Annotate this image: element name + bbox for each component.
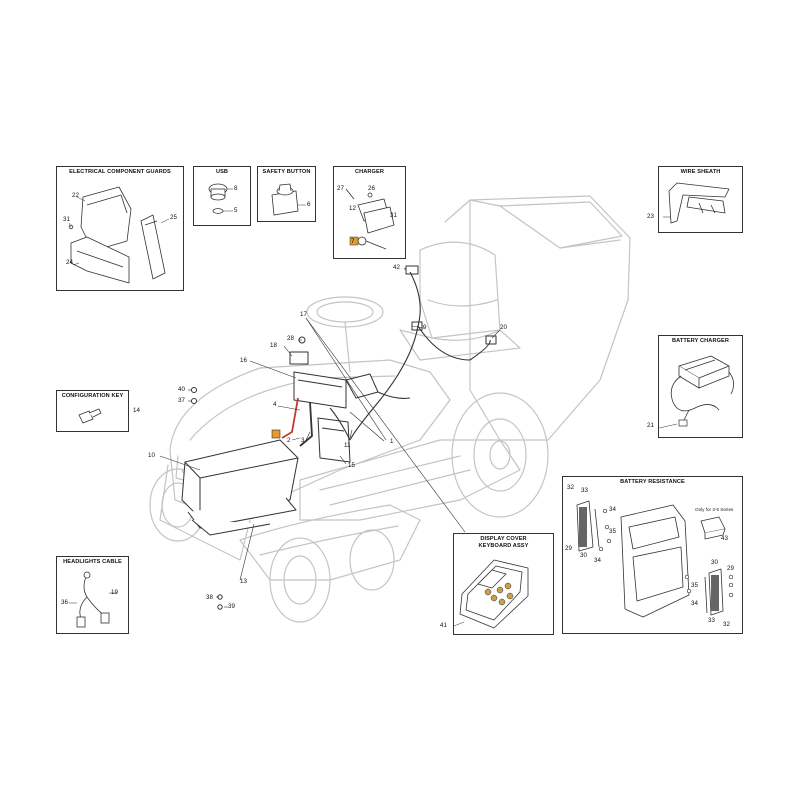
panel-electrical-component-guards: ELECTRICAL COMPONENT GUARDS 22 31 24 25: [56, 166, 184, 291]
ref-10: 10: [148, 452, 155, 459]
ref-43: 43: [721, 535, 728, 542]
ref-4: 4: [273, 401, 277, 408]
panel-title: BATTERY RESISTANCE: [620, 479, 685, 485]
ref-20: 20: [500, 324, 507, 331]
series-note: Only for 3-5 Series: [695, 507, 734, 512]
panel-battery-resistance: BATTERY RESISTANCE Only for 3-5 Series: [562, 476, 743, 634]
ref-35: 35: [609, 528, 616, 535]
ref-30: 30: [711, 559, 718, 566]
usb-socket-drawing: [208, 183, 233, 214]
display-keyboard-drawing: [454, 559, 529, 629]
panel-safety-button: SAFETY BUTTON 6: [257, 166, 316, 222]
ref-8: 8: [234, 185, 238, 192]
battery-charger-drawing: [659, 355, 734, 429]
ref-22: 22: [72, 192, 79, 199]
ref-36: 36: [61, 599, 68, 606]
ref-28: 28: [287, 335, 294, 342]
panel-title: HEADLIGHTS CABLE: [63, 559, 122, 565]
ref-29: 29: [565, 545, 572, 552]
ref-31: 31: [63, 216, 70, 223]
ref-31: 31: [390, 212, 397, 219]
guards-drawing: [68, 186, 170, 284]
panel-usb: USB 8 5: [193, 166, 251, 226]
ref-34: 34: [609, 506, 616, 513]
ref-18: 18: [270, 342, 277, 349]
ref-3: 3: [301, 437, 305, 444]
panel-title-line2: KEYBOARD ASSY: [478, 543, 529, 549]
ref-13: 13: [240, 578, 247, 585]
panel-title: WIRE SHEATH: [680, 169, 721, 175]
ref-5: 5: [234, 207, 238, 214]
ref-41: 41: [440, 622, 447, 629]
panel-charger: CHARGER 27 26 12 31 7: [333, 166, 406, 259]
ref-1: 1: [390, 438, 394, 445]
panel-title-line1: DISPLAY COVER: [480, 536, 527, 542]
ref-24: 24: [66, 259, 73, 266]
panel-title: CONFIGURATION KEY: [61, 393, 124, 399]
ref-12: 12: [349, 205, 356, 212]
configuration-key-drawing: [78, 408, 102, 424]
safety-button-drawing: [271, 183, 306, 216]
ref-32: 32: [723, 621, 730, 628]
ref-2: 2: [287, 437, 291, 444]
panel-battery-charger: BATTERY CHARGER 21: [647, 335, 743, 438]
wire-sheath-drawing: [663, 182, 730, 224]
ref-32: 32: [567, 484, 574, 491]
panel-headlights-cable: HEADLIGHTS CABLE 36 19: [56, 556, 129, 634]
ref-16: 16: [240, 357, 247, 364]
ref-23: 23: [647, 213, 654, 220]
ref-42: 42: [393, 264, 400, 271]
ref-25: 25: [170, 214, 177, 221]
ref-39: 39: [228, 603, 235, 610]
panel-configuration-key: CONFIGURATION KEY 14: [56, 390, 140, 432]
panel-wire-sheath: WIRE SHEATH 23: [647, 166, 743, 233]
ref-33: 33: [708, 617, 715, 624]
ref-19: 19: [111, 589, 118, 596]
panel-title: BATTERY CHARGER: [671, 338, 730, 344]
headlights-cable-drawing: [69, 571, 117, 628]
ref-34: 34: [594, 557, 601, 564]
panel-display-cover: DISPLAY COVER KEYBOARD ASSY 41: [440, 533, 554, 635]
ref-11: 11: [344, 442, 351, 449]
ref-15: 15: [348, 462, 355, 469]
ref-27: 27: [337, 185, 344, 192]
ref-6: 6: [307, 201, 311, 208]
battery-resistance-drawing: [576, 500, 734, 618]
ref-29: 29: [727, 565, 734, 572]
panel-title: CHARGER: [355, 169, 384, 175]
panel-title: USB: [215, 169, 229, 175]
panel-title: ELECTRICAL COMPONENT GUARDS: [69, 169, 171, 175]
ref-33: 33: [581, 487, 588, 494]
ref-34: 34: [691, 600, 698, 607]
ref-37: 37: [178, 397, 185, 404]
ref-38: 38: [206, 594, 213, 601]
ref-30: 30: [580, 552, 587, 559]
ref-21: 21: [647, 422, 654, 429]
ref-7: 7: [351, 238, 355, 245]
ref-40: 40: [178, 386, 185, 393]
ref-35: 35: [691, 582, 698, 589]
ref-26: 26: [368, 185, 375, 192]
ref-14: 14: [133, 407, 140, 414]
panel-title: SAFETY BUTTON: [262, 169, 311, 175]
charger-drawing: [345, 188, 395, 250]
ref-9: 9: [423, 324, 427, 331]
ref-17: 17: [300, 311, 307, 318]
